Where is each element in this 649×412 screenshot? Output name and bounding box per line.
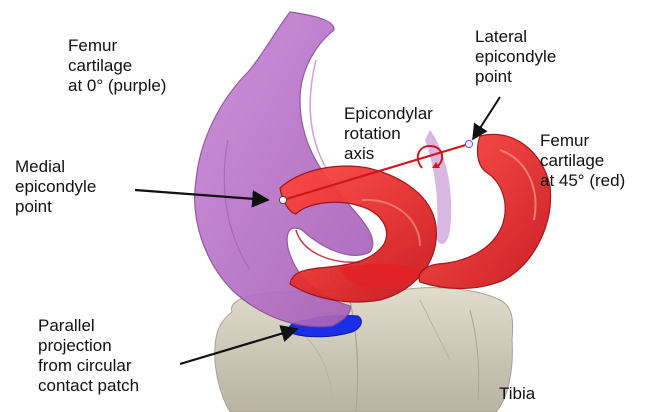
- medial-epicondyle-point-marker: [279, 196, 286, 203]
- label-lateral-epicondyle-point: Lateral epicondyle point: [475, 27, 556, 87]
- label-medial-epicondyle-point: Medial epicondyle point: [15, 157, 96, 217]
- label-femur-cartilage-45: Femur cartilage at 45° (red): [540, 131, 625, 191]
- label-femur-cartilage-0: Femur cartilage at 0° (purple): [68, 36, 166, 96]
- label-parallel-projection: Parallel projection from circular contac…: [38, 316, 139, 396]
- label-tibia: Tibia: [499, 384, 535, 404]
- lateral-point-arrow: [473, 97, 500, 139]
- label-epicondylar-rotation-axis: Epicondylar rotation axis: [344, 104, 433, 164]
- lateral-epicondyle-point-marker: [465, 140, 472, 147]
